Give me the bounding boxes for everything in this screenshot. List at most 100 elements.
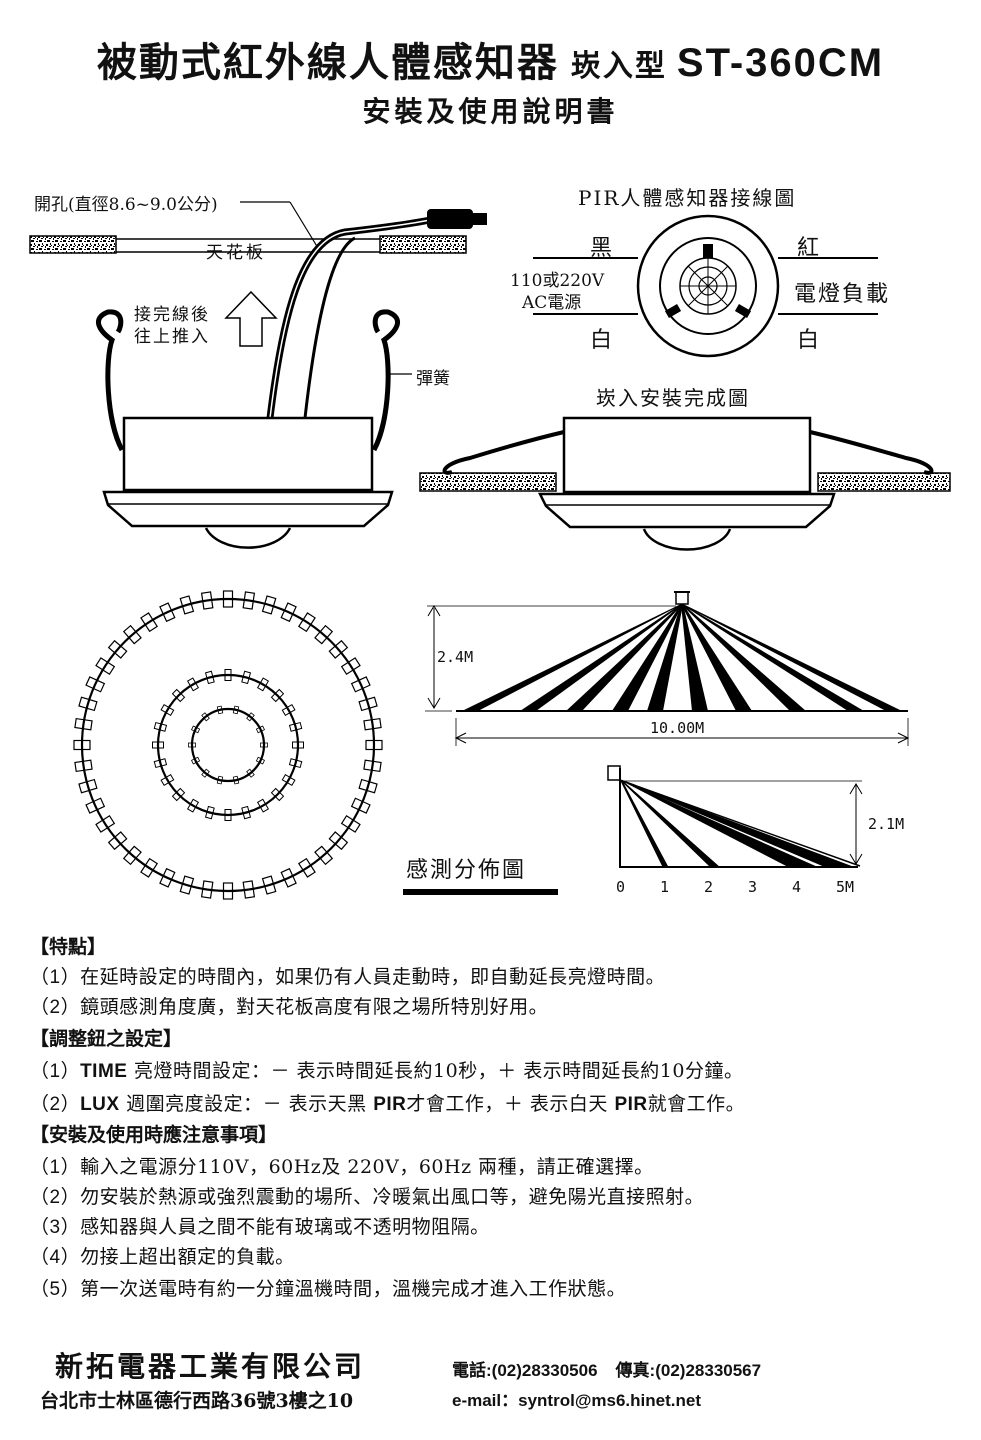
detection-zone bbox=[280, 867, 297, 888]
side-axis-tick: 3 bbox=[748, 878, 758, 896]
detection-zone bbox=[340, 657, 361, 676]
notes-heading: 【安裝及使用時應注意事項】 bbox=[30, 1124, 278, 1146]
detection-zone bbox=[288, 758, 303, 769]
detection-zone bbox=[280, 602, 297, 623]
detection-zone bbox=[179, 875, 195, 895]
hole-label: 開孔(直徑8.6~9.0公分) bbox=[34, 195, 218, 215]
detection-zone bbox=[160, 703, 175, 717]
detection-zone bbox=[204, 670, 215, 685]
wire-white-right-label: 白 bbox=[797, 328, 822, 353]
side-axis-tick: 4 bbox=[792, 878, 802, 896]
push-label-1: 接完線後 bbox=[134, 305, 210, 325]
detection-zone bbox=[191, 756, 201, 765]
detection-zone bbox=[107, 831, 128, 851]
note-item: （5）第一次送電時有約一分鐘溫機時間，溫機完成才進入工作狀態。 bbox=[30, 1278, 627, 1300]
detection-zone bbox=[140, 857, 159, 878]
detection-zone bbox=[78, 778, 98, 794]
coverage-circles bbox=[73, 590, 383, 900]
detection-zone bbox=[159, 867, 176, 888]
fan-ray bbox=[681, 604, 806, 711]
wiring-inner-ring bbox=[659, 237, 757, 335]
detection-zone bbox=[74, 759, 93, 773]
spring-label: 彈簧 bbox=[416, 369, 450, 389]
width-label: 10.00M bbox=[650, 719, 705, 737]
fan-ray bbox=[681, 604, 864, 711]
side-axis-tick: 5M bbox=[836, 878, 855, 896]
detection-zone bbox=[358, 696, 378, 712]
detection-zone bbox=[328, 639, 349, 659]
setting-item-time: （1）TIME 亮燈時間設定：－ 表示時間延長約10秒，＋ 表示時間延長約10分… bbox=[30, 1060, 744, 1082]
detection-zone bbox=[297, 612, 316, 633]
finished-sensor-body bbox=[562, 416, 812, 494]
side-height-label: 2.1M bbox=[868, 815, 905, 833]
detection-zone bbox=[186, 798, 200, 813]
detection-zone bbox=[74, 717, 93, 731]
side-axis-tick: 1 bbox=[660, 878, 670, 896]
sensor-flange bbox=[102, 490, 394, 528]
detection-zone bbox=[222, 882, 234, 900]
fan-ray bbox=[681, 604, 708, 711]
height-label: 2.4M bbox=[437, 648, 474, 666]
detection-zone bbox=[270, 787, 285, 802]
detection-zone bbox=[224, 669, 232, 681]
coverage-fan-top bbox=[425, 591, 910, 746]
detection-zone bbox=[191, 725, 201, 734]
detection-zone bbox=[95, 657, 116, 676]
side-ray bbox=[620, 780, 721, 868]
detection-zone bbox=[216, 775, 224, 785]
detection-zone bbox=[297, 857, 316, 878]
push-up-arrow bbox=[224, 290, 278, 347]
detection-zone bbox=[261, 875, 277, 895]
side-axis-tick: 0 bbox=[616, 878, 626, 896]
installation-diagram bbox=[29, 201, 487, 549]
spring-right bbox=[371, 309, 400, 452]
company-name: 新拓電器工業有限公司 bbox=[55, 1350, 366, 1383]
fan-ray bbox=[681, 604, 752, 711]
note-item: （4）勿接上超出額定的負載。 bbox=[30, 1246, 295, 1268]
finished-spring-left bbox=[442, 430, 565, 475]
fan-ray bbox=[566, 604, 683, 711]
ceiling-label: 天花板 bbox=[206, 243, 266, 263]
wiring-diagram bbox=[533, 214, 878, 358]
detection-zone bbox=[241, 805, 252, 820]
detection-zone bbox=[224, 809, 232, 821]
detection-zone bbox=[85, 797, 106, 814]
settings-heading: 【調整鈕之設定】 bbox=[30, 1028, 183, 1050]
side-ray bbox=[620, 780, 669, 868]
features-heading: 【特點】 bbox=[30, 936, 107, 958]
fan-ray bbox=[612, 604, 683, 711]
detection-zone bbox=[242, 591, 256, 610]
detection-zone bbox=[186, 677, 200, 692]
coverage-title: 感測分佈圖 bbox=[406, 858, 527, 883]
feature-item: （2）鏡頭感測角度廣，對天花板高度有限之場所特別好用。 bbox=[30, 996, 549, 1018]
detection-zone bbox=[122, 624, 142, 645]
title-model: ST-360CM bbox=[676, 41, 885, 85]
detection-zone bbox=[246, 768, 255, 778]
detection-zone bbox=[232, 705, 240, 715]
detection-zone bbox=[255, 756, 265, 765]
detection-zone bbox=[159, 602, 176, 623]
detection-zone bbox=[78, 696, 98, 712]
detection-zone bbox=[171, 787, 186, 802]
setting-item-lux: （2）LUX 週圍亮度設定：－ 表示天黑 PIR才會工作，＋ 表示白天 PIR就… bbox=[30, 1093, 746, 1115]
sensor-body bbox=[122, 416, 374, 492]
wire-red-label: 紅 bbox=[797, 236, 822, 261]
push-label-2: 往上推入 bbox=[134, 327, 210, 347]
detection-zone bbox=[241, 670, 252, 685]
side-ray bbox=[620, 780, 820, 868]
spring-left bbox=[96, 309, 125, 452]
detection-zone bbox=[256, 677, 270, 692]
detection-zone bbox=[256, 798, 270, 813]
title-type: 崁入型 bbox=[570, 49, 667, 84]
detection-zone bbox=[188, 742, 196, 748]
detection-zone bbox=[160, 773, 175, 787]
detection-zone bbox=[314, 845, 334, 866]
detection-zone bbox=[365, 739, 383, 751]
detection-zone bbox=[328, 831, 349, 851]
page-subtitle: 安裝及使用說明書 bbox=[362, 95, 619, 128]
detection-zone bbox=[281, 703, 296, 717]
detection-zone bbox=[73, 739, 91, 751]
detection-zone bbox=[260, 742, 268, 748]
